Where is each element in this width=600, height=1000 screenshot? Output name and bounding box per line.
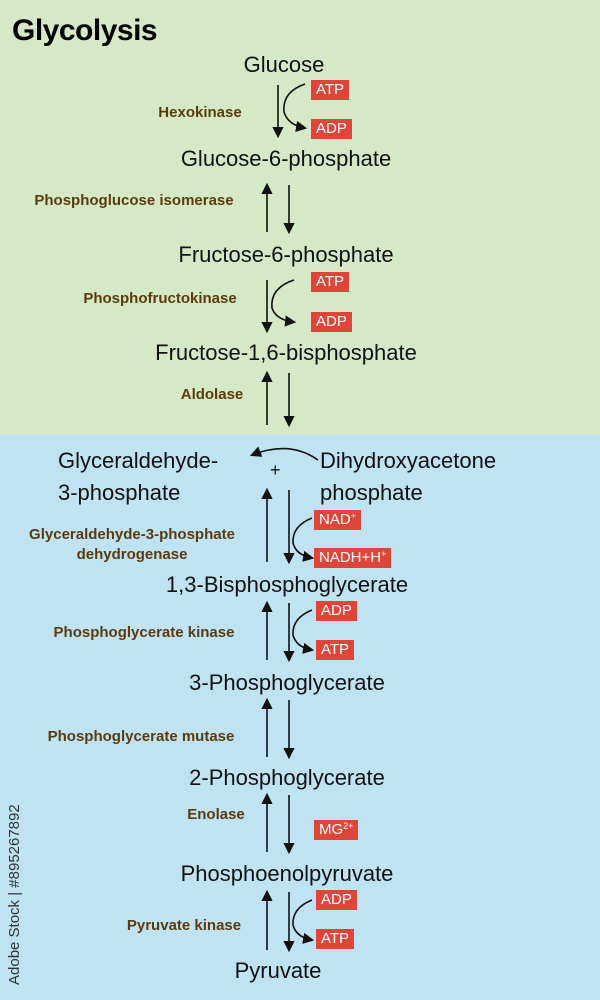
enzyme-enolase: Enolase [187,806,245,823]
cofactor-mg: MG2+ [314,820,359,840]
cofactor-nad: NAD+ [314,510,361,530]
cofactor-atp-4: ATP [316,929,355,949]
enzyme-aldolase: Aldolase [180,386,244,403]
metabolite-dhap-line1: Dihydroxyacetone [320,448,497,473]
metabolite-fructose-1-6-bisphosphate: Fructose-1,6-bisphosphate [155,340,417,365]
cofactor-nadh: NADH+H+ [314,548,392,568]
metabolite-1-3-bisphosphoglycerate: 1,3-Bisphosphoglycerate [165,572,409,597]
enzyme-phosphoglycerate-kinase: Phosphoglycerate kinase [53,624,235,641]
metabolite-glucose-6-phosphate: Glucose-6-phosphate [180,146,392,171]
enzyme-phosphofructokinase: Phosphofructokinase [83,290,237,307]
cofactor-atp-1: ATP [311,80,350,100]
cofactor-adp-3: ADP [316,601,357,621]
stock-watermark: Adobe Stock | #895267892 [6,804,23,985]
metabolite-gap-line1: Glyceraldehyde- [58,448,219,473]
cofactor-adp-4: ADP [316,890,357,910]
enzyme-gapdh-line1: Glyceraldehyde-3-phosphate [29,526,235,543]
diagram-title: Glycolysis [12,14,158,47]
metabolite-glucose: Glucose [243,52,325,77]
metabolite-phosphoenolpyruvate: Phosphoenolpyruvate [180,861,394,886]
enzyme-phosphoglucose-isomerase: Phosphoglucose isomerase [34,192,234,209]
enzyme-hexokinase: Hexokinase [158,104,242,121]
cofactor-curve-3 [292,517,315,562]
metabolite-dhap-line2: phosphate [320,480,423,505]
enzyme-gapdh-line2: dehydrogenase [76,546,188,563]
metabolite-2-phosphoglycerate: 2-Phosphoglycerate [189,765,385,790]
cofactor-curve-5 [292,899,315,944]
enzyme-phosphoglycerate-mutase: Phosphoglycerate mutase [47,728,235,745]
upper-panel-background [0,0,600,435]
cofactor-curve-1 [283,83,308,132]
metabolite-pyruvate: Pyruvate [234,958,322,983]
cofactor-atp-3: ATP [316,640,355,660]
metabolite-3-phosphoglycerate: 3-Phosphoglycerate [189,670,385,695]
cofactor-curve-2 [271,279,297,327]
enzyme-gapdh: Glyceraldehyde-3-phosphate dehydrogenase [29,525,235,565]
metabolite-gap-line2: 3-phosphate [58,480,181,505]
enzyme-pyruvate-kinase: Pyruvate kinase [126,917,242,934]
cofactor-curve-4 [292,609,315,654]
cofactor-adp-2: ADP [311,312,352,332]
arrow-triose-isomerase [249,446,319,461]
metabolite-fructose-6-phosphate: Fructose-6-phosphate [178,242,394,267]
cofactor-adp-1: ADP [311,119,352,139]
cofactor-atp-2: ATP [311,272,350,292]
lower-panel-background [0,435,600,1000]
plus-sign: + [270,460,281,480]
